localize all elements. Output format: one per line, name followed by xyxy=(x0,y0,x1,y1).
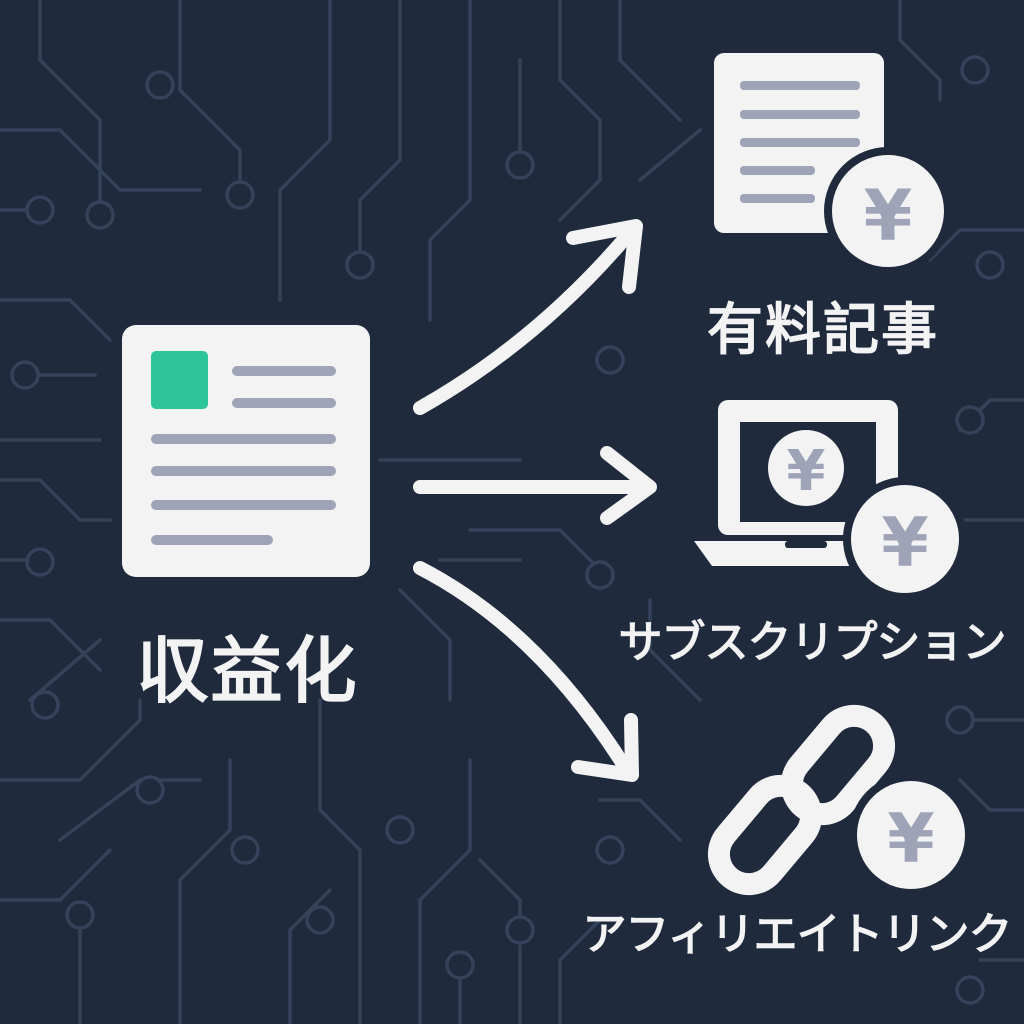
arrow-to-paid-article xyxy=(413,219,643,415)
document-icon xyxy=(122,325,370,577)
laptop-yen-icon xyxy=(694,400,967,601)
affiliate-link-label: アフィリエイトリンク xyxy=(582,909,1012,960)
monetization-label: 収益化 xyxy=(136,629,359,713)
arrow-to-affiliate xyxy=(413,561,639,782)
subscription-label: サブスクリプション xyxy=(618,617,1007,668)
yen-symbol-small: ¥ xyxy=(787,439,826,504)
yen-symbol: ¥ xyxy=(864,175,913,257)
paid-article-yen-icon xyxy=(714,53,952,275)
yen-symbol-link: ¥ xyxy=(887,800,934,879)
yen-symbol-coin: ¥ xyxy=(881,504,928,583)
link-yen-icon xyxy=(707,704,973,897)
paid-article-label: 有料記事 xyxy=(707,298,939,363)
arrow-to-subscription xyxy=(413,446,657,525)
